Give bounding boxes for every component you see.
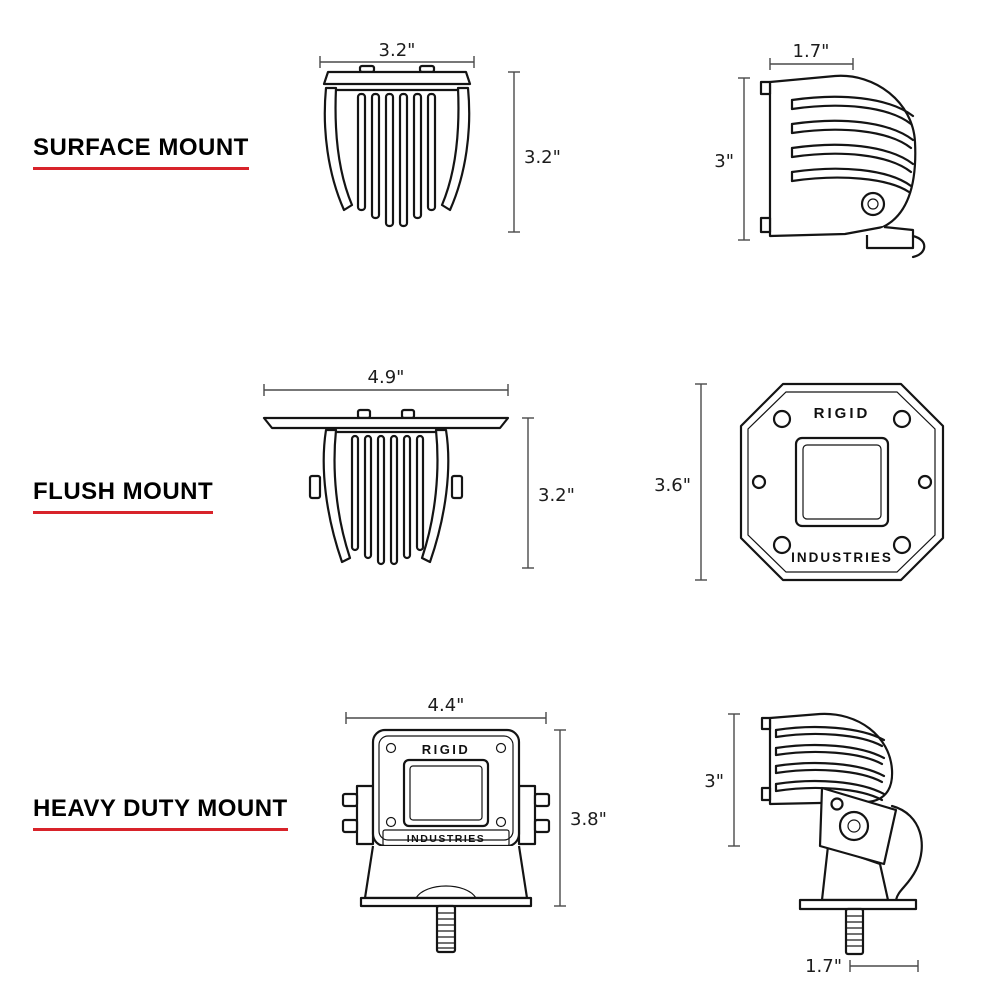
heatsink-fins bbox=[774, 725, 886, 802]
housing-outline bbox=[759, 74, 917, 238]
height-dimension: 3.2" bbox=[508, 71, 561, 233]
depth-dimension-label: 1.7" bbox=[805, 956, 842, 977]
height-dimension: 3.8" bbox=[554, 729, 607, 907]
width-dimension: 4.4" bbox=[345, 698, 547, 724]
height-dimension-label: 3.8" bbox=[570, 809, 607, 830]
height-dimension-label: 3.6" bbox=[655, 475, 691, 496]
width-dimension: 3.2" bbox=[319, 42, 475, 68]
brand-text-top: RIGID bbox=[814, 405, 871, 422]
width-dimension-label: 3.2" bbox=[379, 42, 416, 61]
side-bracket-bolts bbox=[341, 784, 551, 846]
height-dimension-label: 3" bbox=[704, 771, 724, 792]
depth-dimension: 1.7" bbox=[805, 956, 919, 977]
wire bbox=[890, 804, 923, 902]
threaded-stud bbox=[844, 907, 865, 956]
width-dimension-label: 4.9" bbox=[368, 368, 405, 388]
mounting-base bbox=[359, 845, 533, 908]
brand-text-top: RIGID bbox=[422, 742, 471, 757]
bolt-holes bbox=[751, 409, 933, 555]
surface-mount-side-view: 1.7" 3" bbox=[714, 42, 926, 259]
height-dimension-label: 3.2" bbox=[538, 485, 575, 506]
depth-dimension: 1.7" bbox=[769, 42, 854, 70]
lens bbox=[402, 758, 490, 828]
height-dimension-label: 3.2" bbox=[524, 147, 561, 168]
depth-dimension-label: 1.7" bbox=[793, 42, 830, 62]
brand-text-bottom: INDUSTRIES bbox=[407, 833, 486, 845]
label-surface-mount: SURFACE MOUNT bbox=[33, 134, 249, 170]
threaded-stud bbox=[435, 904, 457, 954]
surface-mount-front-view: 3.2" 3.2" bbox=[319, 42, 561, 233]
height-dimension: 3.6" bbox=[655, 383, 707, 581]
height-dimension: 3.2" bbox=[522, 417, 575, 569]
width-dimension-label: 4.4" bbox=[428, 698, 465, 716]
brand-text-bottom: INDUSTRIES bbox=[791, 550, 893, 565]
mounting-base bbox=[798, 898, 918, 911]
screw-boss bbox=[860, 191, 886, 217]
label-heavy-duty-mount: HEAVY DUTY MOUNT bbox=[33, 795, 288, 831]
pivot-bracket bbox=[818, 786, 898, 902]
wire bbox=[911, 234, 926, 259]
height-dimension-label: 3" bbox=[714, 151, 734, 172]
label-flush-mount: FLUSH MOUNT bbox=[33, 478, 214, 514]
heatsink-fins bbox=[322, 428, 450, 566]
heavy-duty-front-view: 4.4" 3.8" RIGID bbox=[341, 698, 607, 954]
heatsink-fins bbox=[323, 86, 471, 228]
flush-mount-face-view: 3.6" RIGID INDUSTRIES bbox=[655, 382, 945, 582]
heatsink-fins bbox=[790, 95, 915, 194]
flange-plate bbox=[262, 408, 510, 430]
width-dimension: 4.9" bbox=[263, 368, 509, 396]
height-dimension: 3" bbox=[704, 713, 740, 847]
label-flush-mount-text: FLUSH MOUNT bbox=[33, 478, 214, 514]
flush-mount-front-view: 4.9" 3.2" bbox=[262, 368, 575, 569]
retention-clips bbox=[308, 474, 464, 500]
label-surface-mount-text: SURFACE MOUNT bbox=[33, 134, 249, 170]
heavy-duty-side-view: 3" bbox=[704, 712, 923, 977]
lens bbox=[794, 436, 890, 528]
height-dimension: 3" bbox=[714, 77, 750, 241]
housing-cap bbox=[322, 64, 472, 86]
label-heavy-duty-mount-text: HEAVY DUTY MOUNT bbox=[33, 795, 288, 831]
mounting-foot bbox=[865, 225, 926, 259]
